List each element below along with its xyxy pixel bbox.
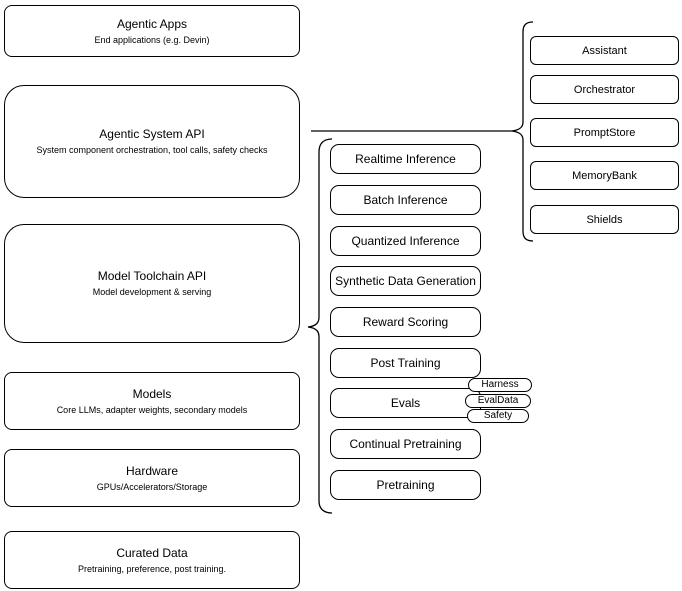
- tag-safety: Safety: [467, 409, 529, 423]
- node-promptstore: PromptStore: [530, 118, 679, 147]
- node-model-toolchain-api: Model Toolchain API Model development & …: [4, 224, 300, 343]
- node-memorybank: MemoryBank: [530, 161, 679, 190]
- node-reward-scoring: Reward Scoring: [330, 307, 481, 337]
- node-curated-data: Curated Data Pretraining, preference, po…: [4, 531, 300, 589]
- node-evals: Evals: [330, 388, 481, 418]
- node-title: Hardware: [125, 463, 179, 478]
- node-agentic-system-api: Agentic System API System component orch…: [4, 85, 300, 198]
- node-orchestrator: Orchestrator: [530, 75, 679, 104]
- node-pretraining: Pretraining: [330, 470, 481, 500]
- node-hardware: Hardware GPUs/Accelerators/Storage: [4, 449, 300, 507]
- node-models: Models Core LLMs, adapter weights, secon…: [4, 372, 300, 430]
- toolchain-brace: [307, 138, 333, 514]
- node-subtitle: Pretraining, preference, post training.: [77, 563, 227, 574]
- node-subtitle: GPUs/Accelerators/Storage: [96, 481, 208, 492]
- node-continual-pretraining: Continual Pretraining: [330, 429, 481, 459]
- node-synthetic-data-generation: Synthetic Data Generation: [330, 266, 481, 296]
- node-shields: Shields: [530, 205, 679, 234]
- node-assistant: Assistant: [530, 36, 679, 65]
- tag-harness: Harness: [468, 378, 532, 392]
- node-subtitle: System component orchestration, tool cal…: [36, 145, 268, 155]
- node-subtitle: End applications (e.g. Devin): [94, 34, 210, 45]
- node-realtime-inference: Realtime Inference: [330, 144, 481, 174]
- node-title: Agentic Apps: [116, 16, 188, 31]
- node-post-training: Post Training: [330, 348, 481, 378]
- node-subtitle: Core LLMs, adapter weights, secondary mo…: [56, 404, 248, 415]
- tag-evaldata: EvalData: [465, 394, 531, 408]
- node-title: Agentic System API: [99, 127, 205, 141]
- node-title: Model Toolchain API: [97, 269, 207, 283]
- node-title: Models: [132, 386, 172, 401]
- node-subtitle: Model development & serving: [92, 287, 212, 297]
- node-agentic-apps: Agentic Apps End applications (e.g. Devi…: [4, 5, 300, 57]
- node-quantized-inference: Quantized Inference: [330, 226, 481, 256]
- node-batch-inference: Batch Inference: [330, 185, 481, 215]
- node-title: Curated Data: [116, 545, 188, 560]
